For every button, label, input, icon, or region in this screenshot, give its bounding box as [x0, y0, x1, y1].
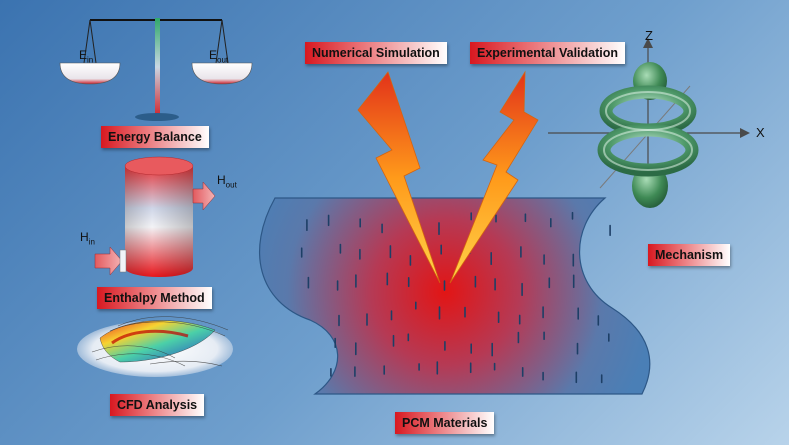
enthalpy-in-arrow [94, 246, 123, 276]
enthalpy-method-label: Enthalpy Method [97, 287, 212, 309]
scale-pan-left [59, 62, 121, 85]
experimental-validation-label: Experimental Validation [470, 42, 626, 64]
enthalpy-out-label: Hout [217, 173, 237, 190]
mechanism-label: Mechanism [648, 244, 731, 266]
lightning-bolt-left [357, 71, 441, 284]
enthalpy-out-arrow [192, 181, 216, 211]
energy-out-label: Eout [209, 48, 229, 65]
mechanism-graphic [548, 38, 750, 208]
numerical-simulation-label: Numerical Simulation [305, 42, 447, 64]
pcm-block [259, 197, 651, 395]
energy-balance-label: Energy Balance [101, 126, 209, 148]
cfd-analysis-label: CFD Analysis [110, 394, 205, 416]
energy-in-label: Ein [79, 48, 94, 65]
balance-scale [59, 18, 253, 121]
lightning-bolt-right [449, 70, 539, 284]
z-axis-label: Z [645, 28, 653, 43]
enthalpy-in-label: Hin [80, 230, 95, 247]
x-axis-label: X [756, 125, 765, 140]
cfd-visualization [77, 316, 233, 377]
pcm-materials-label: PCM Materials [395, 412, 495, 434]
scale-pan-right [191, 62, 253, 85]
enthalpy-cylinder [94, 156, 216, 277]
scale-pole [155, 18, 160, 116]
scale-base [135, 113, 179, 121]
